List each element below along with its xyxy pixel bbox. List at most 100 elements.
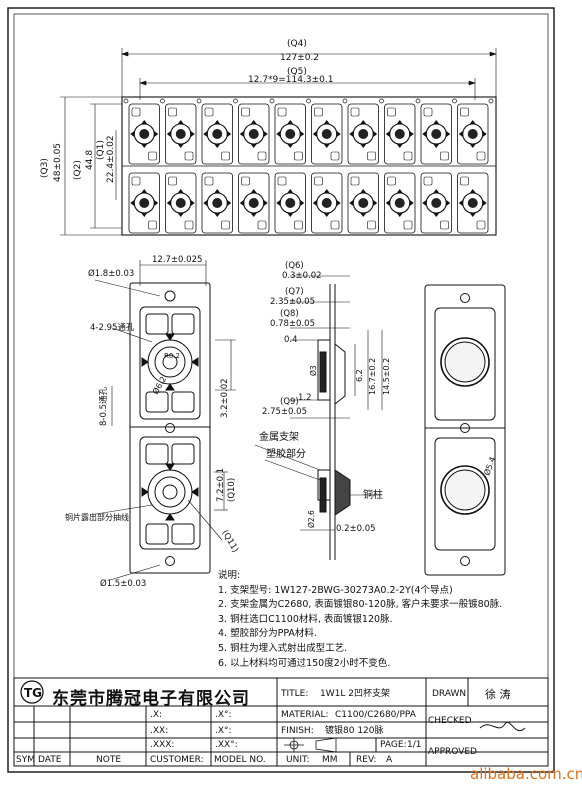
strip-cell <box>311 172 343 234</box>
approval-signature <box>479 721 526 731</box>
strip-sprocket-hole <box>379 98 384 104</box>
strip-sprocket-hole <box>269 98 275 104</box>
footer-customer: CUSTOMER: <box>150 755 204 765</box>
strip-cell <box>347 103 379 165</box>
dia6-dim: Ø6.2 <box>150 375 168 396</box>
q6-value: 0.3±0.02 <box>282 271 322 281</box>
dimension-q1-q3 <box>60 96 122 236</box>
side-dims <box>254 275 383 531</box>
strip-sprocket-hole <box>160 98 165 104</box>
strip-cell <box>128 103 160 165</box>
v14-5-dim: 14.5±0.2 <box>382 358 391 395</box>
strip-cell <box>274 103 306 165</box>
v0-2-dim: 0.2±0.05 <box>336 524 376 534</box>
note-line-4: 4. 塑胶部分为PPA材料. <box>218 628 317 640</box>
right-view <box>424 284 506 576</box>
strip-cell <box>165 103 197 165</box>
tol-x-angle: .X°: <box>215 710 232 720</box>
projection-symbol <box>284 737 337 753</box>
footer-model: MODEL NO. <box>214 755 266 765</box>
q7-label: (Q7) <box>285 287 304 297</box>
strip-cell <box>347 172 379 234</box>
strip-cell <box>457 172 489 234</box>
material-value: C1100/C2680/PPA <box>335 710 416 720</box>
q3-label: (Q3) <box>40 158 50 178</box>
tol-xx: .XX: <box>150 726 169 736</box>
lead-label: 铜片露出部分抽线 <box>65 512 129 522</box>
q9-value: 2.75±0.05 <box>262 407 307 417</box>
note-line-2: 2. 支架金属为C2680, 表面镀银80-120脉, 客户未要求一般镀80脉. <box>218 599 503 611</box>
q8-value: 0.78±0.05 <box>270 319 315 329</box>
q10-label: (Q10) <box>227 478 237 502</box>
strip-cell <box>238 172 270 234</box>
copper-post-label: 铜柱 <box>363 488 383 501</box>
v16-7-dim: 16.7±0.2 <box>368 358 377 395</box>
unit-value: MM <box>322 755 338 765</box>
strip-cell <box>311 103 343 165</box>
q4-label: (Q4) <box>287 39 307 49</box>
strip-cell <box>201 103 233 165</box>
holes4-dim: 4-2.95通孔 <box>90 322 135 333</box>
strip-sprocket-hole <box>196 98 202 104</box>
hole-bottom-dim: Ø1.5±0.03 <box>100 578 146 589</box>
tol-xx-angle: .X°: <box>215 726 232 736</box>
watermark: alibaba.com.cn <box>470 765 582 783</box>
finish-value: 镀银80 120脉 <box>325 726 384 736</box>
svg-text:TG: TG <box>24 686 42 700</box>
q9-label: (Q9) <box>280 397 299 407</box>
note-line-5: 5. 铜柱为埋入式射出成型工艺. <box>218 642 348 654</box>
strip-sprocket-hole <box>342 98 348 104</box>
tol-xx-angle-2: .XX°: <box>215 740 238 750</box>
lead-frame-strip <box>121 96 497 236</box>
strip-sprocket-hole <box>233 98 238 104</box>
q4-value: 127±0.2 <box>280 53 319 63</box>
r0-2-dim: R0.2 <box>164 352 180 360</box>
title-label: TITLE: <box>281 689 309 699</box>
hole-top-dim: Ø1.8±0.03 <box>88 268 134 279</box>
left-detail-view <box>129 282 211 574</box>
checked-label: CHECKED <box>428 716 472 726</box>
side-section-view <box>317 284 351 560</box>
strip-cell <box>420 172 452 234</box>
rev-label: REV: <box>356 755 377 765</box>
v2-3-dim: Ø3 <box>309 365 318 376</box>
strip-cell <box>238 103 270 165</box>
q11-label: (Q11) <box>219 529 240 555</box>
strip-cell <box>128 172 160 234</box>
metal-bracket-label: 金属支架 <box>259 430 299 443</box>
q1-value: 22.4±0.02 <box>106 135 116 183</box>
q5-label: (Q5) <box>287 67 307 77</box>
footer-sym: SYM <box>16 755 35 765</box>
strip-cell <box>274 172 306 234</box>
material-label: MATERIAL: <box>281 710 329 720</box>
strip-cell <box>457 103 489 165</box>
notes-block: 说明: 1. 支架型号: 1W127-2BWG-30273A0.2-2Y(4个导… <box>218 569 502 671</box>
rev-value: A <box>386 755 393 765</box>
v6-2-dim: 6.2 <box>355 369 364 382</box>
strip-cell <box>201 172 233 234</box>
drawn-value: 徐 涛 <box>485 688 511 701</box>
approved-label: APPROVED <box>428 747 477 757</box>
strip-cell <box>420 103 452 165</box>
finish-label: FINISH: <box>281 726 314 736</box>
company-name: 东莞市腾冠电子有限公司 <box>52 689 250 709</box>
footer-date: DATE <box>38 755 62 765</box>
sheet-border <box>7 7 555 773</box>
q10-value: 7.2±0.1 <box>216 468 226 502</box>
q5-value: 12.7*9=114.3±0.1 <box>248 75 333 85</box>
strip-sprocket-hole <box>123 98 129 104</box>
note-line-3: 3. 铜柱选口C1100材料, 表面镀银120脉. <box>218 613 393 625</box>
tol-x: .X: <box>150 710 163 720</box>
tol-xxx: .XXX: <box>150 740 175 750</box>
drawn-label: DRAWN <box>432 689 467 699</box>
q8-label: (Q8) <box>280 309 299 319</box>
notes-title: 说明: <box>218 570 241 581</box>
title-block <box>13 677 549 767</box>
note-line-6: 6. 以上材料均可通过150度2小时不变色. <box>218 657 391 669</box>
v2-6-dim: Ø2.6 <box>307 510 316 528</box>
v1-2-dim: 1.2 <box>298 393 312 403</box>
q7-value: 2.35±0.05 <box>270 297 315 307</box>
strip-cell <box>165 172 197 234</box>
